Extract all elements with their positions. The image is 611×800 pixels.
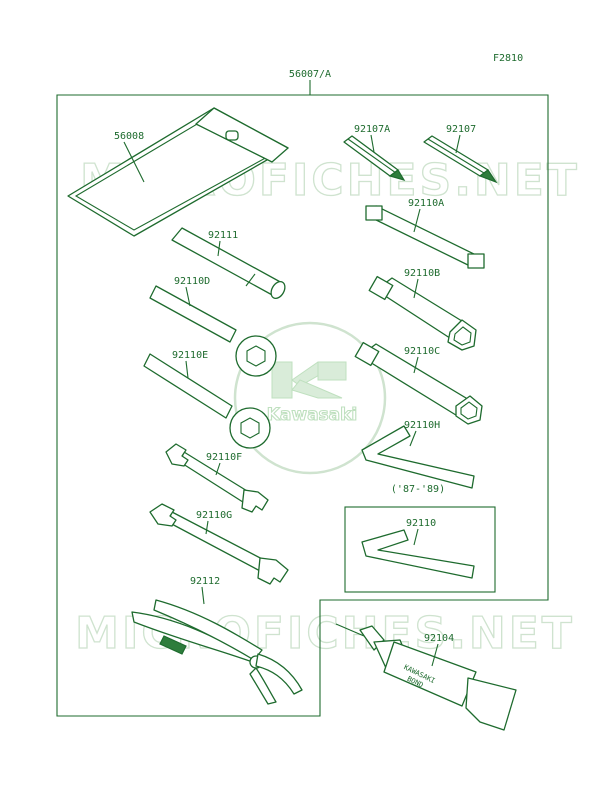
part-label-92107a: 92107A — [354, 124, 390, 135]
part-label-92110d: 92110D — [174, 276, 210, 287]
part-label-92111: 92111 — [208, 230, 238, 241]
handle-92111 — [171, 227, 286, 300]
hex-key-92110h — [361, 425, 475, 489]
watermark-logo: Kawasaki — [233, 321, 387, 475]
screwdriver-92107 — [423, 135, 498, 184]
kawasaki-bond-tube: KAWASAKI BOND — [335, 623, 517, 731]
pliers-92112 — [131, 599, 303, 705]
hex-key-92110 — [361, 529, 475, 579]
year-note: ('87-'89) — [391, 484, 445, 495]
part-label-92110f: 92110F — [206, 452, 242, 463]
part-label-92110: 92110 — [406, 518, 436, 529]
ring-wrench-92110e — [143, 353, 271, 449]
open-wrench-92110f — [165, 443, 269, 513]
watermark-text-bottom: MICROFICHES.NET — [75, 608, 575, 659]
year-variant-box — [344, 506, 496, 593]
part-label-92107: 92107 — [446, 124, 476, 135]
figure-code: F2810 — [493, 53, 523, 64]
part-label-92110c: 92110C — [404, 346, 440, 357]
tool-bag — [67, 107, 289, 237]
part-label-56008: 56008 — [114, 131, 144, 142]
open-wrench-92110g — [149, 503, 289, 585]
part-label-92110h: 92110H — [404, 420, 440, 431]
box-wrench-92110b — [368, 275, 477, 351]
part-label-92110g: 92110G — [196, 510, 232, 521]
wrench-92110a — [365, 205, 485, 269]
part-label-92112: 92112 — [190, 576, 220, 587]
part-label-92110b: 92110B — [404, 268, 440, 279]
assembly-frame — [56, 94, 549, 717]
part-label-92110e: 92110E — [172, 350, 208, 361]
box-wrench-92110c — [354, 341, 483, 425]
part-label-92104: 92104 — [424, 633, 454, 644]
part-label-92110a: 92110A — [408, 198, 444, 209]
screwdriver-92107a — [343, 135, 406, 181]
assembly-number: 56007/A — [289, 69, 331, 80]
ring-wrench-92110d — [149, 285, 277, 377]
watermark-logo-text: Kawasaki — [267, 405, 358, 425]
